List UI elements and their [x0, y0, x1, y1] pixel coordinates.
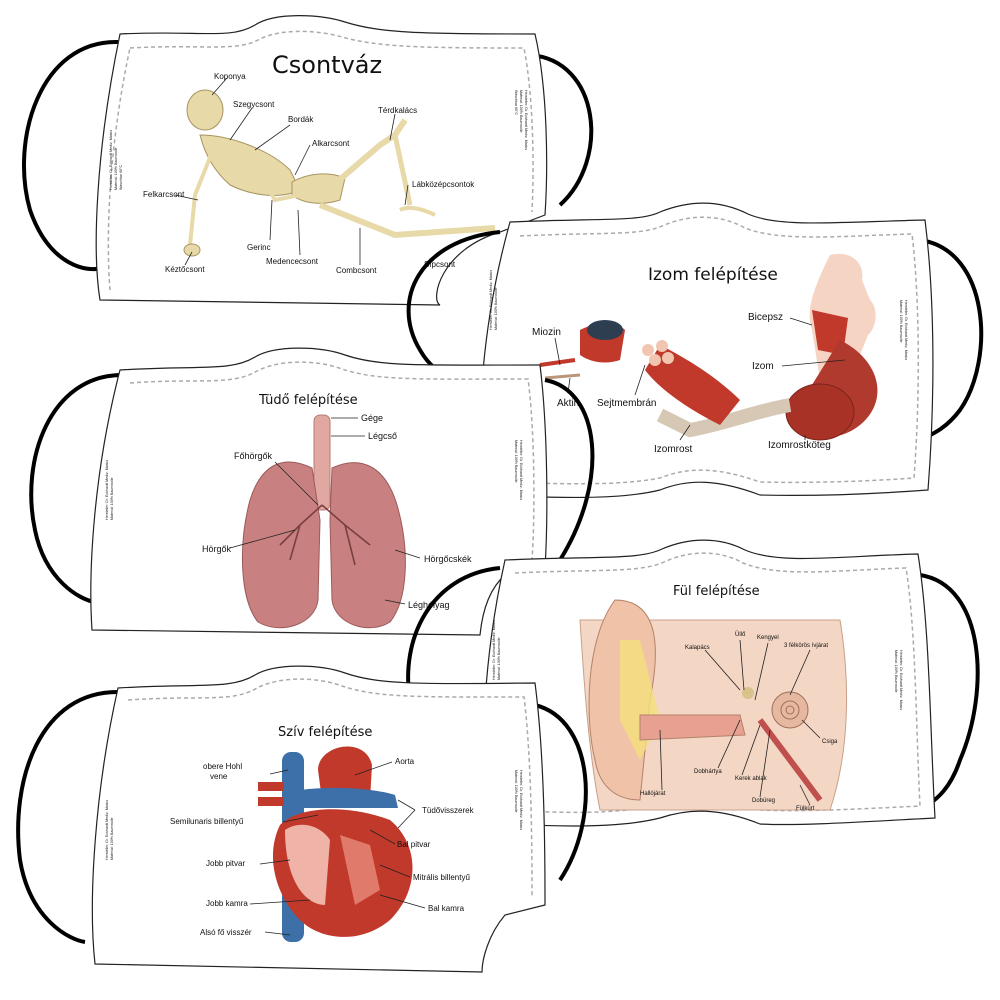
- label-kalapacs: Kalapács: [685, 645, 710, 651]
- svg-text:Hersteller: Dr. Eckhardt Mediz: Hersteller: Dr. Eckhardt Mediz. Masks: [519, 770, 523, 830]
- label-aorta: Aorta: [395, 757, 415, 766]
- svg-text:Material: 100% Baumwolle: Material: 100% Baumwolle: [110, 817, 114, 860]
- label-bicepsz: Bicepsz: [748, 312, 783, 323]
- ear-loop-right-ear: [919, 573, 980, 807]
- svg-text:Hersteller: Dr. Eckhardt Mediz: Hersteller: Dr. Eckhardt Mediz. Masks: [492, 620, 496, 680]
- mask-ear: Hersteller: Dr. Eckhardt Mediz. Masks Ma…: [406, 539, 980, 827]
- label-kengyel: Kengyel: [757, 635, 779, 641]
- label-kerek-ablak: Kerek ablak: [735, 776, 768, 782]
- svg-text:Hersteller: Dr. Eckhardt Mediz: Hersteller: Dr. Eckhardt Mediz. Masks: [109, 130, 113, 190]
- svg-text:Material: 100% Baumwolle: Material: 100% Baumwolle: [494, 287, 498, 330]
- svg-text:Material: 100% Baumwolle: Material: 100% Baumwolle: [514, 440, 518, 483]
- svg-text:Material: 100% Baumwolle: Material: 100% Baumwolle: [114, 147, 118, 190]
- svg-text:Waschbar 60°C: Waschbar 60°C: [514, 90, 518, 115]
- label-dobhartya: Dobhártya: [694, 769, 722, 775]
- label-keztocsont: Kéztőcsont: [165, 265, 205, 274]
- svg-text:Waschbar 60°C: Waschbar 60°C: [119, 165, 123, 190]
- mask-body-muscle: [478, 202, 934, 499]
- svg-text:Hersteller: Dr. Eckhardt Mediz: Hersteller: Dr. Eckhardt Mediz. Masks: [524, 90, 528, 150]
- ear-loop-left-skeleton: [22, 39, 119, 272]
- label-fulkurt: Fülkürt: [796, 806, 815, 812]
- label-legcso: Légcső: [368, 431, 397, 441]
- svg-text:Hersteller: Dr. Eckhardt Mediz: Hersteller: Dr. Eckhardt Mediz. Masks: [904, 300, 908, 360]
- svg-text:Hersteller: Dr. Eckhardt Mediz: Hersteller: Dr. Eckhardt Mediz. Masks: [519, 440, 523, 500]
- label-terdkalacs: Térdkalács: [378, 106, 417, 115]
- label-izomrostkoteg: Izomrostköteg: [768, 440, 831, 451]
- label-ullo: Üllő: [735, 631, 746, 638]
- label-gege: Gége: [361, 413, 383, 423]
- ear-loop-right-muscle: [919, 238, 984, 442]
- lung-illustration: [241, 414, 406, 629]
- ear-loop-left-lung: [29, 373, 123, 604]
- label-bordak: Bordák: [288, 115, 314, 124]
- mask-heart: Hersteller: Dr. Eckhardt Mediz. Masks Ma…: [16, 665, 588, 973]
- heart-illustration: [258, 746, 413, 942]
- label-labkozepcsontok: Lábközépcsontok: [412, 180, 475, 189]
- svg-text:Material: 100% Baumwolle: Material: 100% Baumwolle: [519, 90, 523, 133]
- label-szegycsont: Szegycsont: [233, 100, 275, 109]
- label-izom: Izom: [752, 361, 774, 372]
- svg-text:Hersteller: Dr. Eckhardt Mediz: Hersteller: Dr. Eckhardt Mediz. Masks: [105, 460, 109, 520]
- heart-title: Szív felépítése: [278, 725, 372, 740]
- label-semilunaris: Semilunaris billentyű: [170, 817, 244, 826]
- mask-lung: Hersteller: Dr. Eckhardt Mediz. Masks Ma…: [29, 347, 595, 636]
- muscle-title: Izom felépítése: [648, 265, 778, 285]
- svg-text:Material: 100% Baumwolle: Material: 100% Baumwolle: [899, 300, 903, 343]
- label-horgok: Hörgők: [202, 544, 232, 554]
- mask-muscle: Hersteller: Dr. Eckhardt Mediz. Masks Ma…: [406, 202, 984, 499]
- label-alkarcsont: Alkarcsont: [312, 139, 350, 148]
- skeleton-illustration: [183, 89, 496, 257]
- label-sipcsont: Sípcsont: [424, 260, 456, 269]
- label-hallojarat: Hallójárat: [640, 791, 666, 797]
- label-csiga: Csiga: [822, 739, 838, 745]
- label-miozin: Miozin: [532, 327, 561, 338]
- label-tudovisszerek: Tüdővisszerek: [422, 806, 475, 815]
- skeleton-title: Csontváz: [272, 51, 382, 79]
- ear-illustration: [579, 599, 848, 811]
- label-felkarcsont: Felkarcsont: [143, 190, 185, 199]
- ear-loop-right-lung: [544, 378, 595, 562]
- label-also-fo-visszer: Alsó fő visszér: [200, 928, 252, 937]
- ear-title: Fül felépítése: [673, 584, 760, 599]
- mask-skeleton: Hersteller: Dr. Eckhardt Mediz. Masks Ma…: [22, 15, 594, 306]
- label-gerinc: Gerinc: [247, 243, 271, 252]
- label-vene: vene: [210, 772, 228, 781]
- label-combcsont: Combcsont: [336, 266, 377, 275]
- label-aktin: Aktin: [557, 398, 579, 409]
- label-izomrost: Izomrost: [654, 444, 693, 455]
- lung-title: Tüdő felépítése: [258, 393, 358, 408]
- label-bal-pitvar: Bal pitvar: [397, 840, 431, 849]
- muscle-illustration: [539, 253, 878, 441]
- label-jobb-pitvar: Jobb pitvar: [206, 859, 245, 868]
- label-jobb-kamra: Jobb kamra: [206, 899, 248, 908]
- svg-text:Hersteller: Dr. Eckhardt Mediz: Hersteller: Dr. Eckhardt Mediz. Masks: [105, 800, 109, 860]
- label-sejtmembran: Sejtmembrán: [597, 398, 656, 409]
- label-ivjarat: 3 félkörös ívjárat: [784, 643, 828, 649]
- label-bal-kamra: Bal kamra: [428, 904, 465, 913]
- label-fohorgok: Főhörgők: [234, 451, 273, 461]
- label-medencecsont: Medencecsont: [266, 257, 319, 266]
- svg-text:Material: 100% Baumwolle: Material: 100% Baumwolle: [514, 770, 518, 813]
- label-koponya: Koponya: [214, 72, 246, 81]
- label-dobureg: Dobüreg: [752, 798, 775, 804]
- svg-text:Hersteller: Dr. Eckhardt Mediz: Hersteller: Dr. Eckhardt Mediz. Masks: [489, 270, 493, 330]
- label-mitralis: Mitrális billentyű: [413, 873, 470, 882]
- ear-loop-right-skeleton: [529, 53, 594, 207]
- ear-loop-right-heart: [534, 703, 588, 882]
- label-obere-hohl: obere Hohl: [203, 762, 242, 771]
- label-horgocskek: Hörgőcskék: [424, 554, 472, 564]
- svg-text:Material: 100% Baumwolle: Material: 100% Baumwolle: [110, 477, 114, 520]
- svg-text:Material: 100% Baumwolle: Material: 100% Baumwolle: [894, 650, 898, 693]
- svg-text:Hersteller: Dr. Eckhardt Mediz: Hersteller: Dr. Eckhardt Mediz. Masks: [899, 650, 903, 710]
- svg-text:Material: 100% Baumwolle: Material: 100% Baumwolle: [497, 637, 501, 680]
- ear-loop-left-heart: [16, 689, 121, 944]
